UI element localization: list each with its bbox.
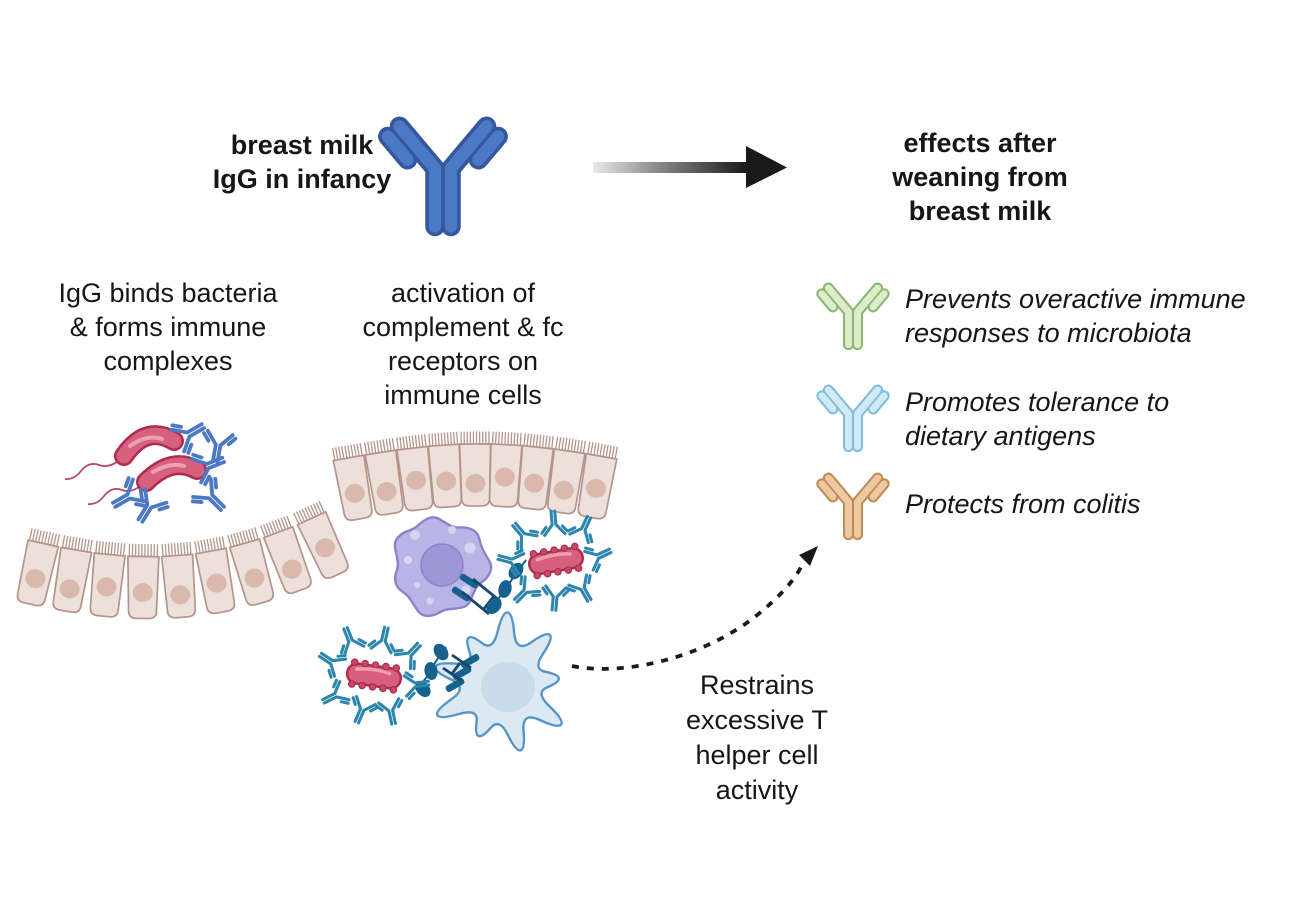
complex-igg-icon	[512, 575, 542, 604]
complex-igg-icon	[321, 678, 351, 705]
complement-protein-icon	[498, 580, 512, 598]
complex-igg-icon	[339, 626, 367, 656]
epithelial-cell	[160, 541, 197, 619]
epithelial-cell	[227, 527, 275, 606]
complex-igg-icon	[541, 584, 571, 612]
blue-antibody-icon	[816, 384, 890, 453]
dashed-curve-arrow	[571, 546, 818, 671]
caption-activation-complement: activation of complement & fc receptors …	[362, 278, 564, 410]
complex-igg-icon	[496, 548, 526, 577]
epithelial-cell	[260, 515, 312, 595]
bound-igg-icon	[169, 422, 206, 455]
complex-igg-icon	[375, 697, 404, 726]
epithelial-cell	[488, 431, 523, 508]
dendritic-cell	[415, 611, 563, 752]
epithelial-cell	[52, 535, 93, 614]
immune-complex	[496, 509, 613, 612]
epithelial-cell	[16, 528, 61, 607]
complex-igg-icon	[566, 573, 593, 603]
caption-igg-binds-bacteria: IgG binds bacteria & forms immune comple…	[58, 278, 278, 376]
effect-label-prevents-overactive: Prevents overactive immune responses to …	[905, 284, 1246, 348]
complex-igg-icon	[540, 509, 570, 537]
free-igg-icon	[202, 428, 238, 464]
complement-protein-icon	[424, 662, 438, 680]
fc-receptor-icon	[445, 677, 465, 693]
epithelium-layer-left	[16, 500, 349, 620]
flagellated-bacterium	[87, 455, 207, 505]
immune-complex	[317, 625, 431, 726]
complex-igg-icon	[511, 521, 540, 551]
bound-igg-icon	[136, 487, 170, 524]
breast-milk-igg-title: breast milk IgG in infancy	[212, 130, 392, 194]
fc-receptor-icon	[459, 573, 479, 589]
caption-restrains-t-helper: Restrains excessive T helper cell activi…	[685, 670, 829, 805]
effect-label-promotes-tolerance: Promotes tolerance to dietary antigens	[905, 387, 1170, 451]
complex-igg-icon	[402, 671, 431, 701]
complex-igg-icon	[393, 641, 422, 671]
macrophage-cell	[393, 516, 527, 618]
complex-igg-icon	[351, 695, 379, 725]
epithelial-cell	[395, 434, 434, 512]
complex-igg-icon	[583, 546, 613, 574]
epithelial-cell	[89, 540, 127, 618]
epithelial-cell	[577, 441, 618, 520]
epithelial-cell	[331, 443, 373, 522]
epithelium-layer-middle	[331, 431, 618, 522]
green-antibody-icon	[816, 282, 890, 351]
epithelial-cell	[458, 431, 492, 507]
epithelial-cell	[364, 437, 404, 516]
complex-igg-icon	[367, 625, 396, 655]
epithelial-cell	[127, 543, 160, 620]
complex-igg-icon	[317, 651, 348, 679]
gradient-arrow-icon	[593, 146, 787, 188]
epithelial-cell	[293, 500, 349, 580]
complement-protein-icon	[433, 643, 449, 661]
fc-receptor-icon	[451, 586, 471, 602]
effects-after-weaning-title: effects after weaning from breast milk	[892, 128, 1068, 226]
epithelial-cell	[546, 436, 586, 515]
breast-milk-igg-antibody-icon	[378, 116, 508, 237]
complex-igg-icon	[566, 514, 594, 545]
orange-antibody-icon	[816, 472, 890, 541]
bound-igg-icon	[111, 476, 148, 509]
flagellated-bacterium	[64, 425, 184, 480]
bound-igg-icon	[190, 476, 226, 512]
epithelial-cell	[517, 433, 555, 511]
complement-protein-icon	[486, 597, 502, 615]
epithelial-cell	[427, 431, 463, 509]
epithelial-cell	[194, 536, 236, 615]
effect-label-protects-colitis: Protects from colitis	[905, 489, 1141, 519]
